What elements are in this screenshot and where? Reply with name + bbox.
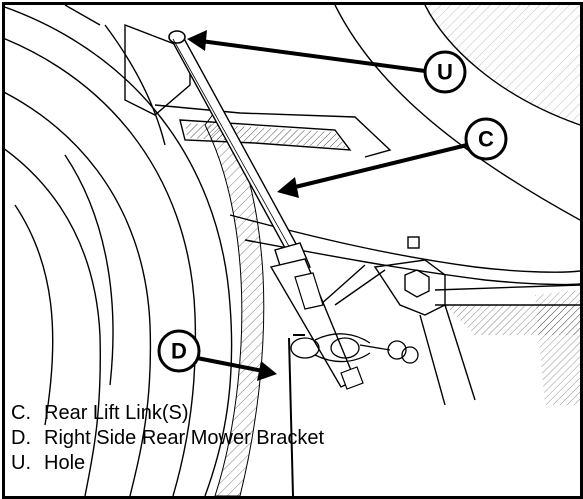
link-hole: [168, 30, 186, 44]
callout-u-label: U: [437, 60, 453, 85]
callout-c: C: [464, 117, 508, 161]
callout-d: D: [157, 329, 201, 373]
legend-letter: U.: [11, 452, 31, 474]
mower-bracket-edge: [288, 337, 294, 496]
rear-shading: [535, 290, 580, 405]
rear-lift-link: [168, 30, 364, 390]
legend-text: Rear Lift Link(S): [44, 402, 189, 424]
legend-item: U. Hole: [11, 451, 324, 476]
legend-letter: C.: [11, 402, 31, 424]
callout-c-label: C: [478, 127, 494, 152]
hair-pin-clip: [290, 333, 419, 364]
legend-item: D. Right Side Rear Mower Bracket: [11, 426, 324, 451]
callout-d-label: D: [171, 339, 187, 364]
fender-shading: [335, 5, 580, 125]
parts-legend: C. Rear Lift Link(S) D. Right Side Rear Mo…: [11, 401, 324, 476]
legend-item: C. Rear Lift Link(S): [11, 401, 324, 426]
legend-text: Hole: [44, 452, 86, 474]
wheel-tread-shading: [204, 104, 265, 496]
mower-lift-link-illustration: U C D: [5, 5, 580, 496]
legend-letter: D.: [11, 427, 31, 449]
rear-wheel: [5, 6, 233, 496]
callout-u: U: [423, 50, 467, 94]
callout-arrows: [187, 30, 468, 381]
legend-text: Right Side Rear Mower Bracket: [44, 427, 325, 449]
